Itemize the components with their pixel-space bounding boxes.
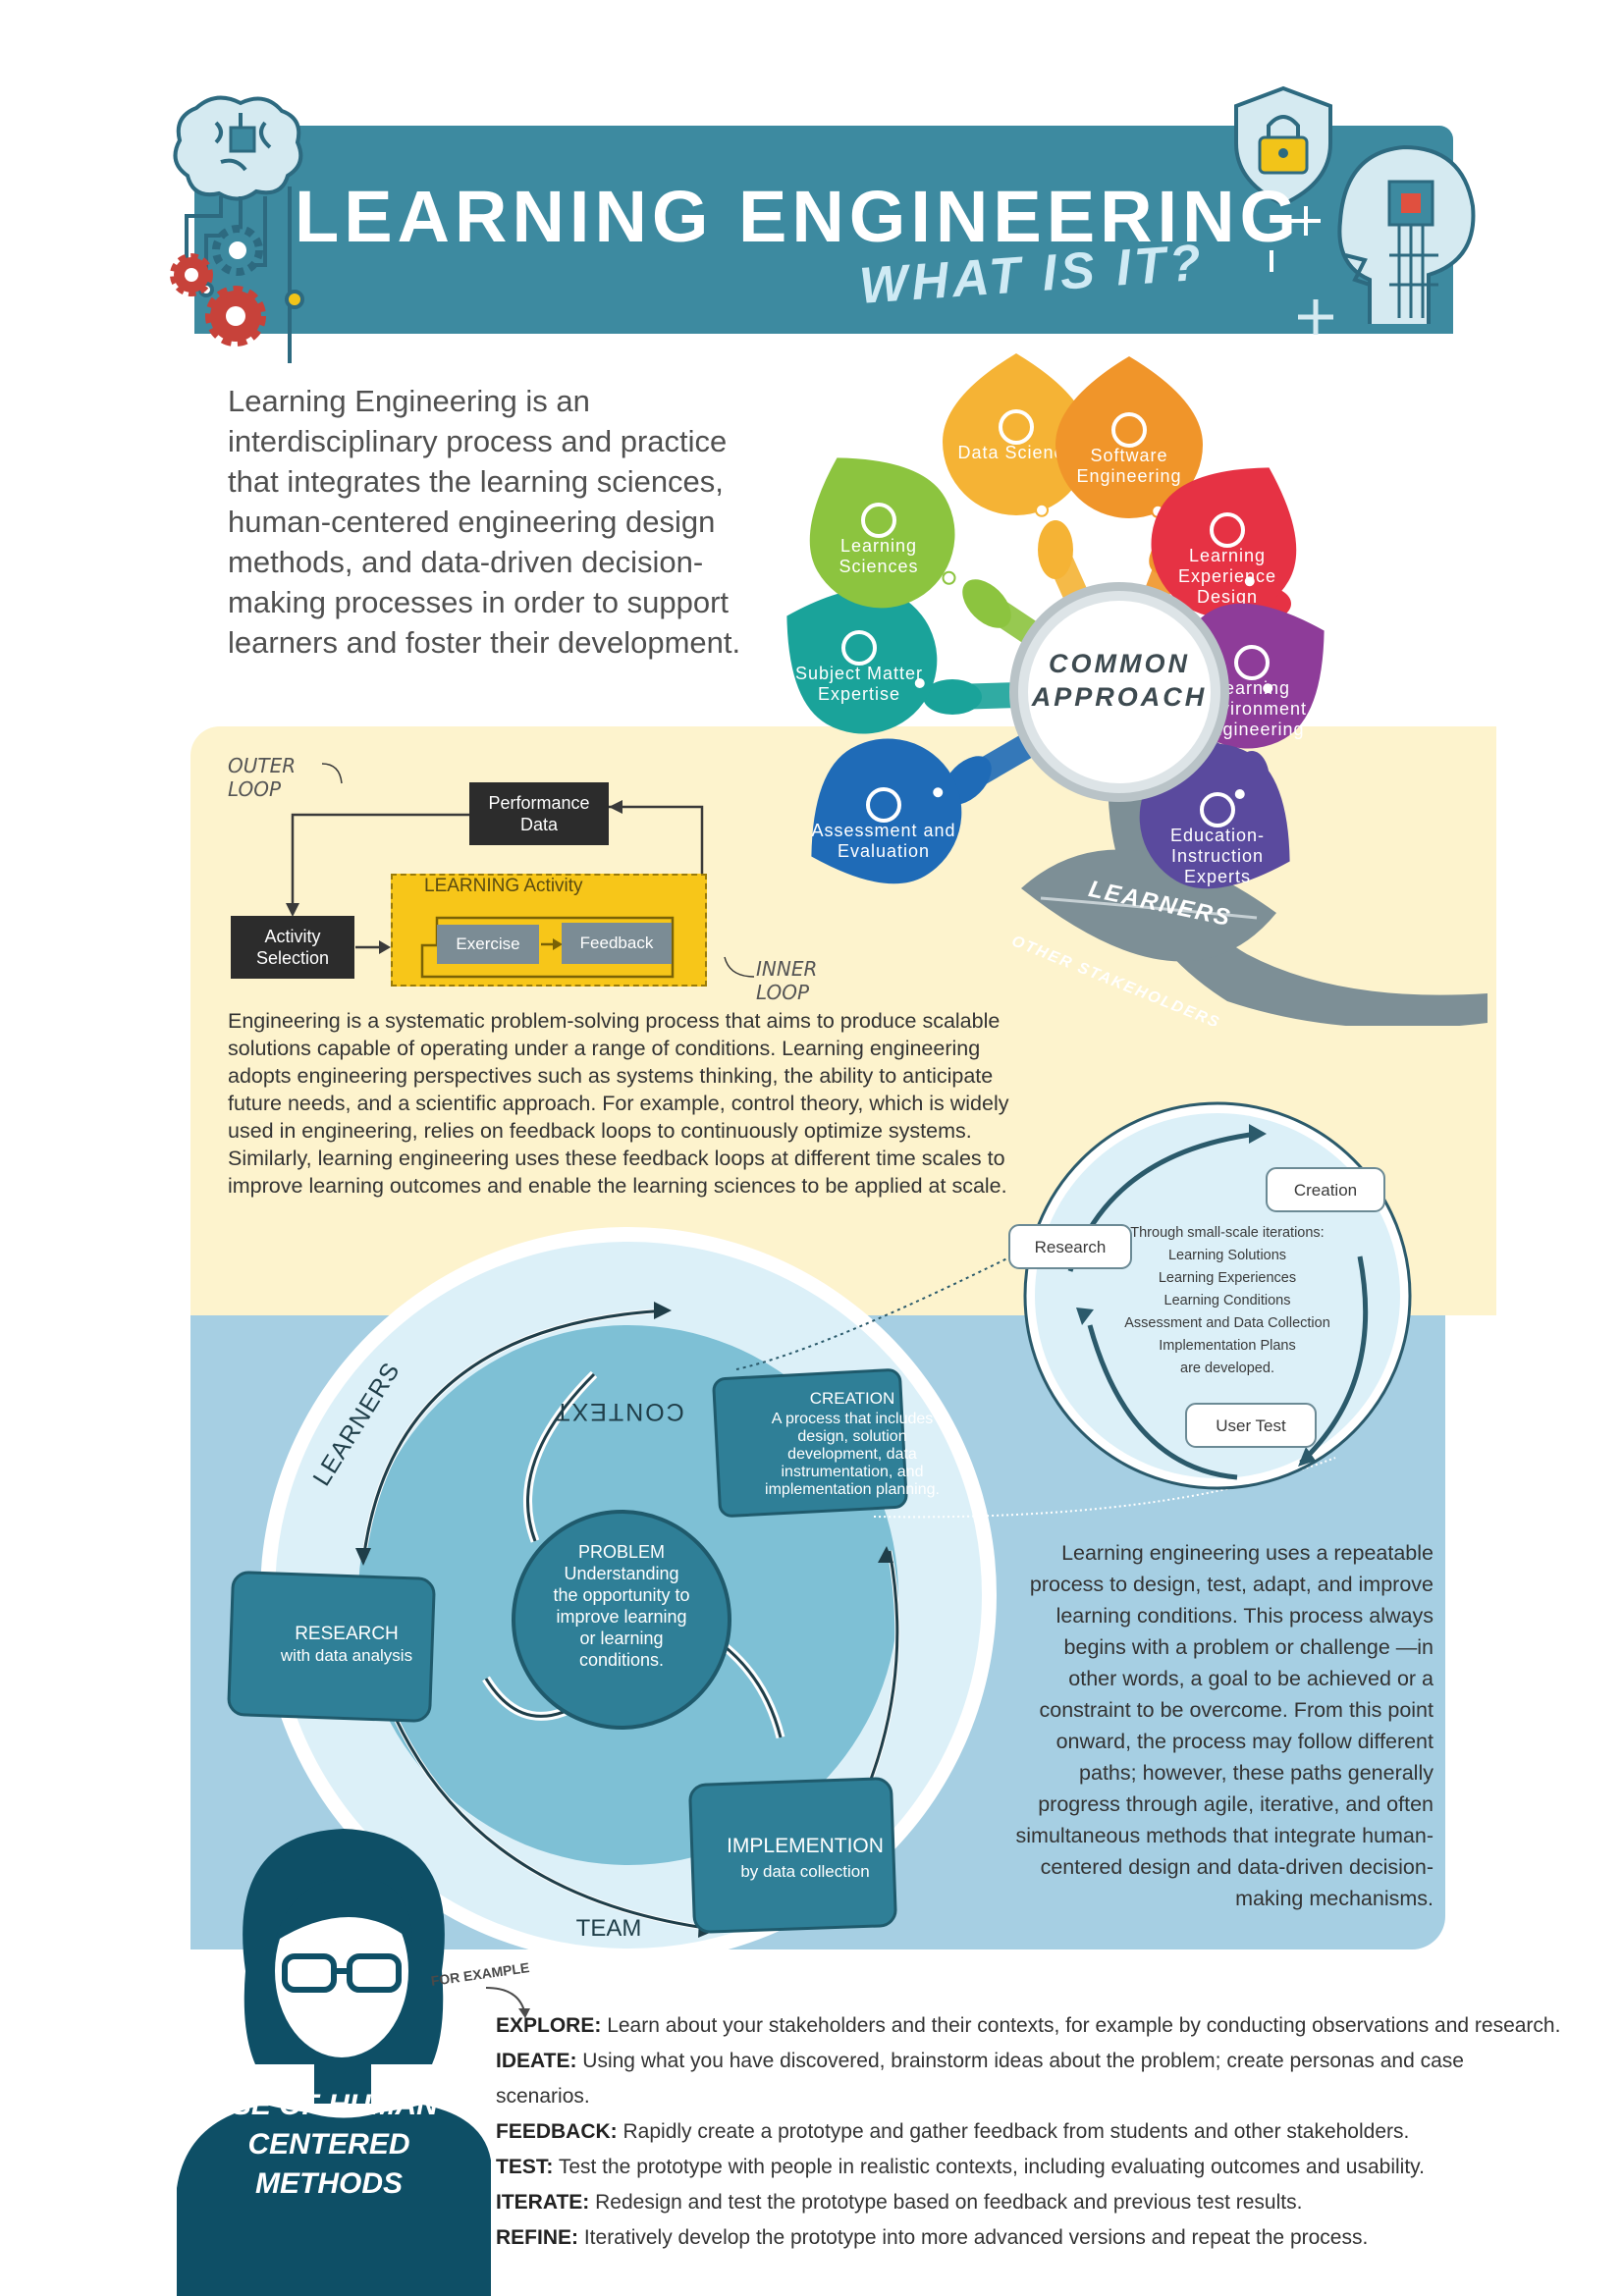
small-cycle-diagram: Creation Research User Test Through smal… bbox=[1008, 1101, 1412, 1490]
method-term: ITERATE: bbox=[496, 2191, 590, 2214]
petal-icon bbox=[861, 503, 896, 538]
small-cycle-text-line: Implementation Plans bbox=[1159, 1338, 1295, 1354]
big-cycle-diagram: CONTEXT LEARNERS TEAM CREATION A process… bbox=[227, 1227, 997, 1963]
problem-line: or learning bbox=[579, 1629, 663, 1648]
method-text: Learn about your stakeholders and their … bbox=[607, 2014, 1561, 2037]
petal-label: Sciences bbox=[839, 557, 918, 576]
petal-label: Subject Matter bbox=[795, 664, 923, 683]
small-cycle-text-line: Learning Experiences bbox=[1159, 1270, 1296, 1286]
creation-line: development, data bbox=[787, 1446, 917, 1463]
method-text: Test the prototype with people in realis… bbox=[558, 2156, 1425, 2178]
research-title: RESEARCH bbox=[295, 1624, 399, 1644]
small-creation-label: Creation bbox=[1294, 1181, 1357, 1200]
petal-icon bbox=[1200, 792, 1235, 828]
methods-list: EXPLORE: Learn about your stakeholders a… bbox=[496, 2008, 1615, 2256]
engineering-paragraph: Engineering is a systematic problem-solv… bbox=[228, 1009, 1009, 1198]
creation-line: instrumentation, and bbox=[782, 1464, 924, 1480]
impl-subtitle: by data collection bbox=[740, 1862, 869, 1881]
exercise-box: Exercise bbox=[437, 925, 539, 964]
method-item-iterate: ITERATE: Redesign and test the prototype… bbox=[496, 2185, 1615, 2220]
method-text: Iteratively develop the prototype into m… bbox=[583, 2226, 1369, 2249]
creation-line: implementation planning. bbox=[765, 1481, 940, 1498]
small-research-label: Research bbox=[1035, 1238, 1107, 1256]
problem-line: PROBLEM bbox=[578, 1542, 665, 1562]
petal-label: Software bbox=[1090, 446, 1167, 465]
person-avatar bbox=[177, 1829, 491, 2296]
research-subtitle: with data analysis bbox=[280, 1646, 412, 1665]
petal-icon bbox=[1234, 645, 1270, 680]
method-text: Redesign and test the prototype based on… bbox=[595, 2191, 1303, 2214]
repeatable-process-paragraph: Learning engineering uses a repeatable p… bbox=[1015, 1541, 1434, 1910]
method-item-test: TEST: Test the prototype with people in … bbox=[496, 2150, 1615, 2185]
petal-label: Education- bbox=[1170, 826, 1265, 845]
creation-line: design, solution bbox=[797, 1428, 906, 1445]
dotted-connectors bbox=[735, 1246, 1336, 1519]
brain-gears-icon bbox=[170, 95, 304, 363]
method-term: EXPLORE: bbox=[496, 2014, 602, 2037]
small-cycle-text-line: are developed. bbox=[1180, 1361, 1274, 1376]
method-text: Using what you have discovered, brainsto… bbox=[496, 2050, 1464, 2108]
petal-label: Expertise bbox=[818, 684, 900, 704]
petal-label: Design bbox=[1197, 587, 1258, 607]
hcd-title: USE OF HUMAN-CENTERED METHODS bbox=[210, 2089, 448, 2200]
intro-paragraph: Learning Engineering is an interdiscipli… bbox=[228, 384, 741, 660]
outer-loop-label: OUTER LOOP bbox=[228, 754, 297, 801]
petal-icon bbox=[999, 409, 1034, 445]
problem-line: the opportunity to bbox=[553, 1585, 689, 1605]
learning-activity-label: LEARNING Activity bbox=[424, 876, 583, 896]
petal-label: Engineering bbox=[1199, 720, 1304, 739]
small-cycle-text-line: Learning Solutions bbox=[1168, 1248, 1286, 1263]
activity-selection-box: Activity Selection bbox=[231, 916, 354, 979]
petal-label: Experience bbox=[1178, 566, 1276, 586]
petal-label: Learning bbox=[1214, 678, 1290, 698]
small-cycle-text-line: Assessment and Data Collection bbox=[1124, 1315, 1330, 1331]
small-cycle-text-line: Through small-scale iterations: bbox=[1130, 1225, 1324, 1241]
method-item-feedback: FEEDBACK: Rapidly create a prototype and… bbox=[496, 2114, 1615, 2150]
common-approach-line1: COMMON bbox=[1049, 649, 1190, 678]
shield-lock-icon bbox=[1234, 85, 1332, 207]
petal-label: Evaluation bbox=[838, 841, 930, 861]
petal-label: Data Science bbox=[957, 443, 1074, 462]
for-example-arrow bbox=[485, 1987, 530, 2018]
problem-line: conditions. bbox=[579, 1650, 664, 1670]
small-user-test-label: User Test bbox=[1216, 1416, 1286, 1435]
method-term: TEST: bbox=[496, 2156, 554, 2178]
petal-label: Learning bbox=[840, 536, 917, 556]
petal-icon bbox=[841, 630, 877, 666]
petal-label: Engineering bbox=[1076, 466, 1181, 486]
method-item-ideate: IDEATE: Using what you have discovered, … bbox=[496, 2044, 1517, 2114]
impl-title: IMPLEMENTION bbox=[727, 1835, 884, 1857]
inner-loop-arrows bbox=[420, 916, 675, 979]
problem-line: improve learning bbox=[556, 1607, 686, 1627]
petal-label: Experts bbox=[1184, 867, 1251, 886]
feedback-box: Feedback bbox=[562, 923, 672, 964]
method-term: FEEDBACK: bbox=[496, 2120, 618, 2143]
method-term: REFINE: bbox=[496, 2226, 578, 2249]
petal-label: Instruction bbox=[1171, 846, 1264, 866]
team-label: TEAM bbox=[576, 1915, 642, 1942]
petal-icon bbox=[866, 787, 901, 823]
creation-title: CREATION bbox=[810, 1389, 895, 1408]
common-approach-line2: APPROACH bbox=[1031, 682, 1208, 712]
inner-loop-label: INNER LOOP bbox=[756, 957, 818, 1004]
petal-label: Assessment and bbox=[811, 821, 955, 840]
creation-line: A process that includes bbox=[772, 1411, 934, 1427]
method-item-refine: REFINE: Iteratively develop the prototyp… bbox=[496, 2220, 1615, 2256]
small-cycle-text-line: Learning Conditions bbox=[1164, 1293, 1291, 1308]
sparkle-icon bbox=[1270, 206, 1333, 335]
page-title: LEARNING ENGINEERING bbox=[295, 176, 1302, 257]
method-item-explore: EXPLORE: Learn about your stakeholders a… bbox=[496, 2008, 1615, 2044]
petal-icon bbox=[1111, 412, 1147, 448]
head-chip-icon bbox=[1337, 144, 1476, 324]
gear-icon bbox=[212, 225, 263, 276]
performance-data-box: Performance Data bbox=[469, 782, 609, 845]
petal-icon bbox=[1210, 512, 1245, 548]
method-term: IDEATE: bbox=[496, 2050, 577, 2072]
context-label: CONTEXT bbox=[553, 1398, 683, 1425]
petal-label: Learning bbox=[1189, 546, 1266, 565]
problem-line: Understanding bbox=[564, 1564, 678, 1583]
method-text: Rapidly create a prototype and gather fe… bbox=[622, 2120, 1410, 2143]
